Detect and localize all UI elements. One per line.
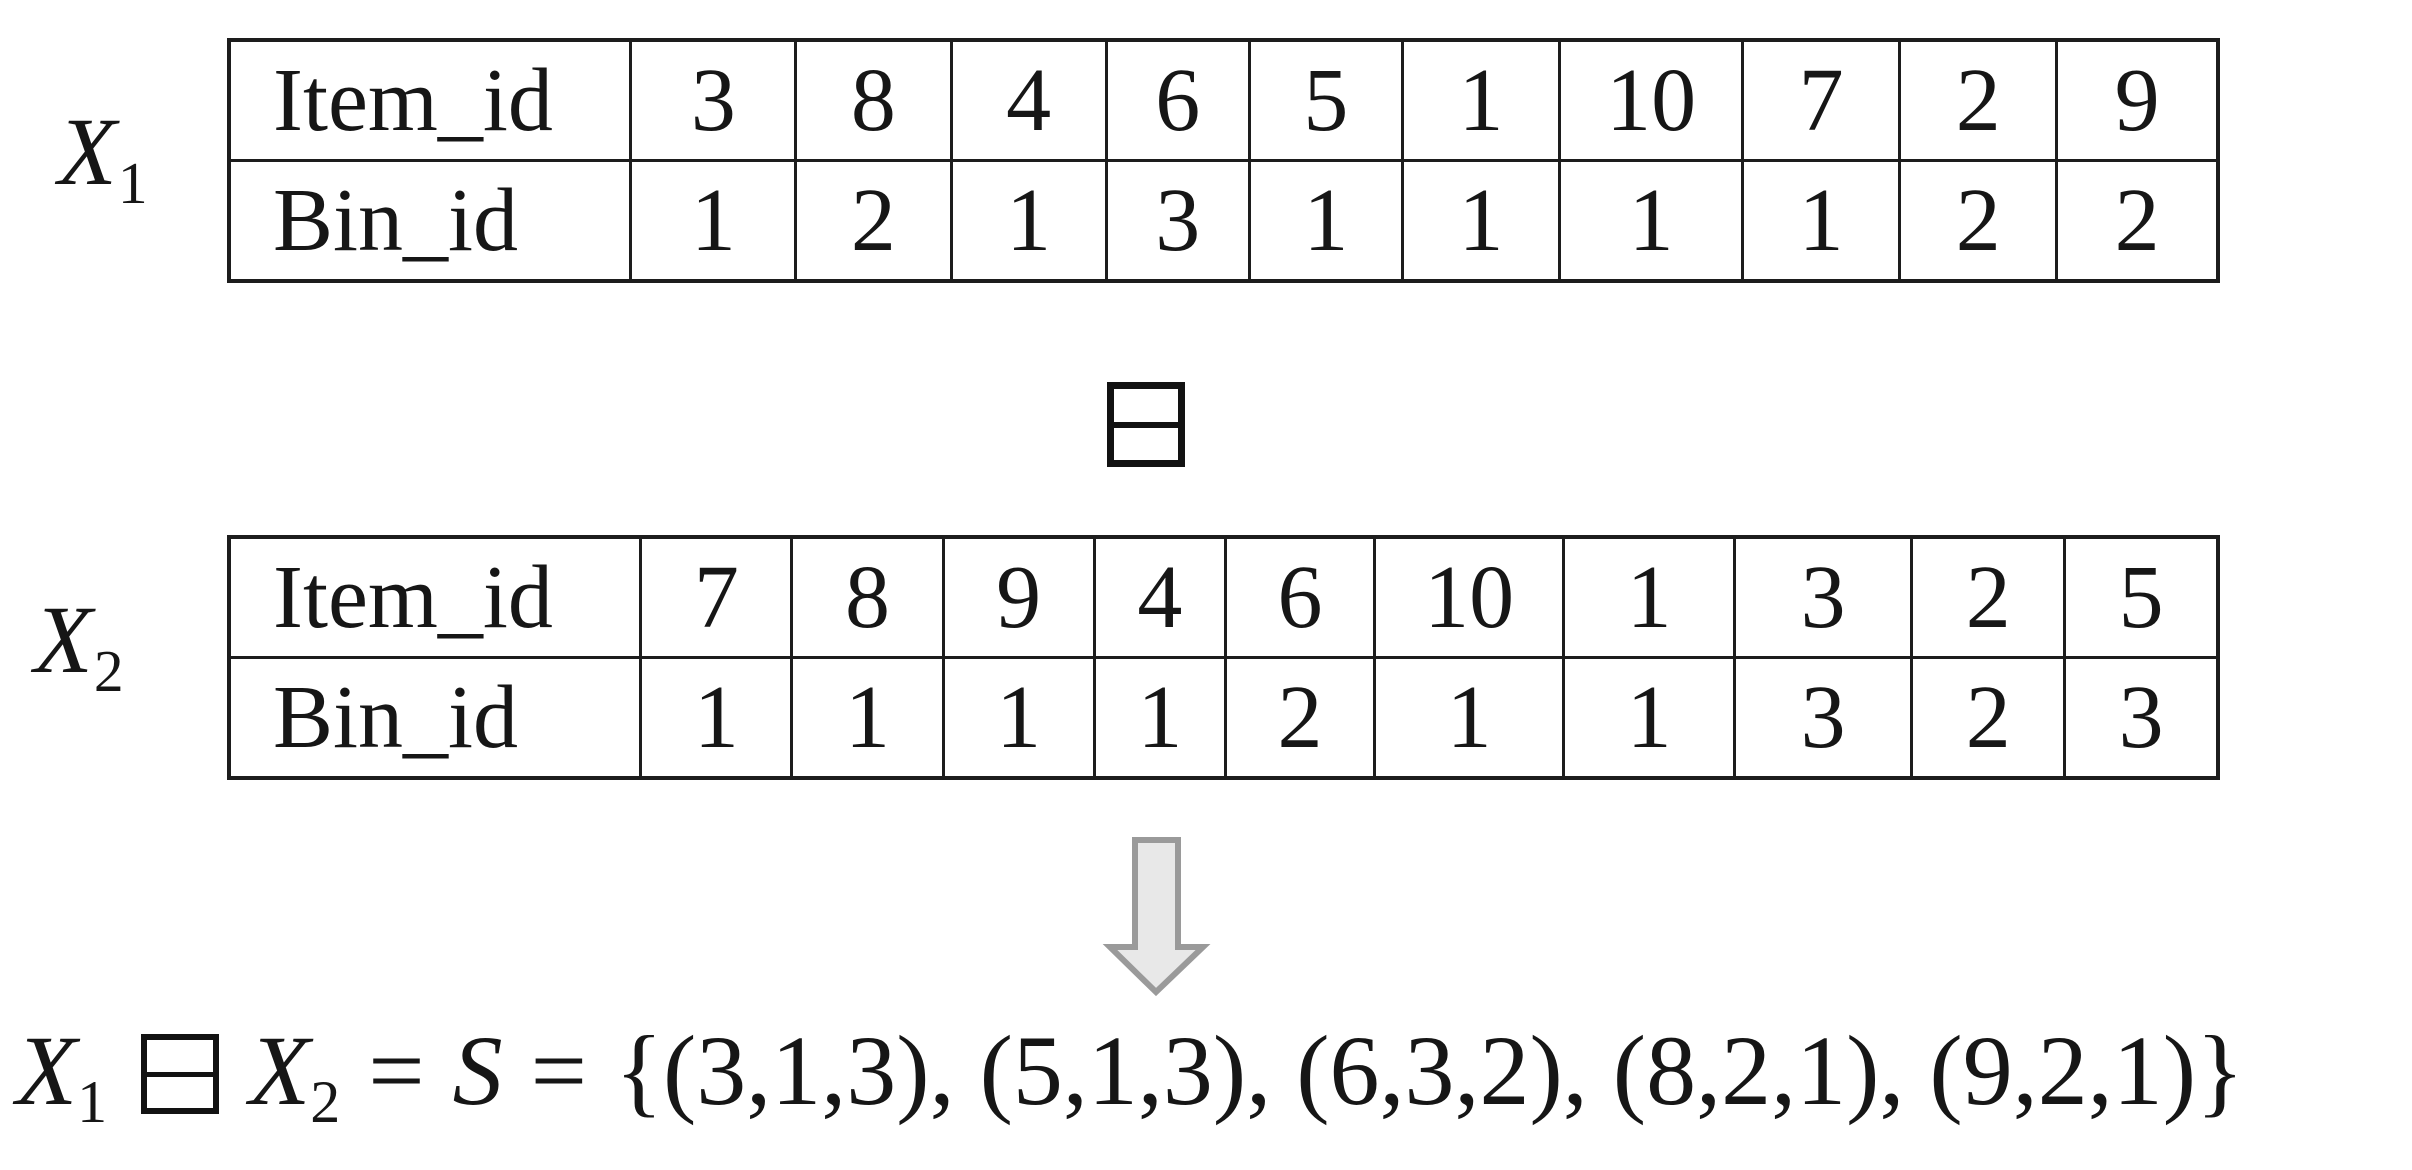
table-cell: 2 [1910,656,2067,780]
formula-set-symbol: S [452,1015,503,1126]
table-x1-label-base: X [58,98,117,205]
formula-x1-subscript: 1 [77,1069,108,1135]
table-cell: 2 [1898,159,2059,283]
formula-equals-1: = [368,1015,425,1126]
row-header-cell: Bin_id [227,656,643,780]
table-cell: 4 [949,38,1108,162]
formula-x2-subscript: 2 [310,1069,341,1135]
table-cell: 10 [1373,535,1566,659]
down-arrow-icon [1102,837,1211,997]
table-cell: 8 [790,535,945,659]
table-cell: 3 [1733,656,1914,780]
table-cell: 6 [1104,38,1251,162]
table-cell: 1 [1247,159,1404,283]
table-x1-label-subscript: 1 [117,150,148,217]
formula-boxminus-operator-bar [147,1071,214,1077]
table-cell: 3 [1104,159,1251,283]
table-cell: 2 [1910,535,2067,659]
table-cell: 1 [629,159,798,283]
table-x2-label-subscript: 2 [93,638,124,705]
table-cell: 3 [629,38,798,162]
table-cell: 1 [1373,656,1566,780]
table-cell: 3 [2063,656,2220,780]
table-x2-label-base: X [34,586,93,693]
table-cell: 2 [794,159,953,283]
table-cell: 7 [639,535,794,659]
table-cell: 6 [1223,535,1377,659]
table-cell: 8 [794,38,953,162]
table-cell: 5 [1247,38,1404,162]
table-cell: 10 [1558,38,1745,162]
table-x2-label: X2 [34,592,124,701]
table-cell: 1 [1092,656,1227,780]
table-cell: 7 [1741,38,1902,162]
row-header-cell: Item_id [227,535,643,659]
table-cell: 1 [1562,535,1737,659]
table-cell: 1 [1558,159,1745,283]
table-cell: 1 [949,159,1108,283]
table-cell: 5 [2063,535,2220,659]
table-x1-label: X1 [58,104,148,213]
table-cell: 1 [1562,656,1737,780]
down-arrow-shape [1102,837,1211,997]
boxminus-operator-icon [1107,382,1185,467]
table-cell: 9 [941,535,1096,659]
table-cell: 1 [1741,159,1902,283]
table-cell: 4 [1092,535,1227,659]
formula-x1-base: X [16,1015,78,1126]
table-cell: 9 [2055,38,2220,162]
formula-boxminus-operator-icon [141,1034,220,1114]
table-cell: 1 [1400,159,1562,283]
table-cell: 1 [639,656,794,780]
table-cell: 2 [1898,38,2059,162]
formula-set-body: {(3,1,3), (5,1,3), (6,3,2), (8,2,1), (9,… [615,1015,2245,1126]
boxminus-operator-bar [1114,421,1178,428]
table-cell: 1 [941,656,1096,780]
table-cell: 1 [790,656,945,780]
row-header-cell: Bin_id [227,159,633,283]
table-cell: 1 [1400,38,1562,162]
table-cell: 2 [1223,656,1377,780]
formula-equals-2: = [530,1015,587,1126]
formula-x2-base: X [249,1015,311,1126]
table-cell: 2 [2055,159,2220,283]
row-header-cell: Item_id [227,38,633,162]
table-cell: 3 [1733,535,1914,659]
